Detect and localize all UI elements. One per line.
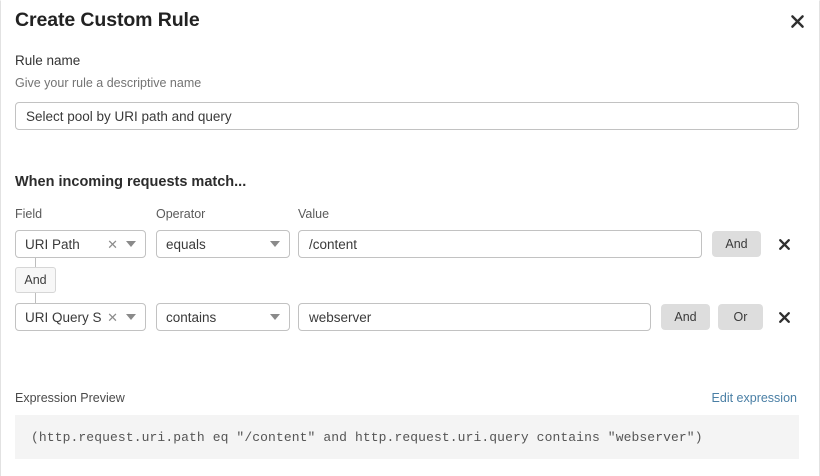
rule-name-help-text: Give your rule a descriptive name	[15, 76, 202, 90]
remove-row-1-icon[interactable]	[773, 233, 795, 255]
column-header-operator: Operator	[156, 207, 206, 221]
chevron-down-icon	[270, 241, 280, 247]
operator-select-value-row-2: contains	[166, 309, 217, 325]
chevron-down-icon	[126, 241, 136, 247]
expression-preview-box: (http.request.uri.path eq "/content" and…	[15, 415, 799, 459]
or-button-row-2[interactable]: Or	[718, 304, 763, 330]
and-button-row-1[interactable]: And	[712, 231, 761, 257]
close-icon[interactable]	[784, 8, 810, 34]
clear-icon[interactable]: ✕	[107, 236, 118, 252]
operator-select-value-row-1: equals	[166, 236, 206, 252]
edit-expression-link[interactable]: Edit expression	[711, 391, 797, 405]
field-select-row-2[interactable]: URI Query St... ✕	[15, 303, 146, 331]
rule-name-input[interactable]	[15, 102, 799, 130]
and-button-row-2[interactable]: And	[661, 304, 710, 330]
operator-select-row-2[interactable]: contains	[156, 303, 290, 331]
field-select-row-1[interactable]: URI Path ✕	[15, 230, 146, 258]
clear-icon[interactable]: ✕	[107, 309, 118, 325]
page-title: Create Custom Rule	[15, 9, 200, 31]
match-section-heading: When incoming requests match...	[15, 174, 247, 190]
expression-preview-text: (http.request.uri.path eq "/content" and…	[31, 429, 703, 445]
group-connector-and[interactable]: And	[15, 267, 56, 293]
rule-name-label: Rule name	[15, 53, 81, 68]
connector-line-top	[35, 258, 36, 267]
connector-line-bottom	[35, 293, 36, 303]
field-select-value-row-2: URI Query St...	[25, 309, 102, 325]
value-input-row-2[interactable]	[298, 303, 651, 331]
field-select-value-row-1: URI Path	[25, 236, 80, 252]
remove-row-2-icon[interactable]	[773, 306, 795, 328]
chevron-down-icon	[126, 314, 136, 320]
operator-select-row-1[interactable]: equals	[156, 230, 290, 258]
value-input-row-1[interactable]	[298, 230, 702, 258]
column-header-value: Value	[298, 207, 330, 221]
expression-preview-label: Expression Preview	[15, 391, 125, 405]
chevron-down-icon	[270, 314, 280, 320]
column-header-field: Field	[15, 207, 43, 221]
